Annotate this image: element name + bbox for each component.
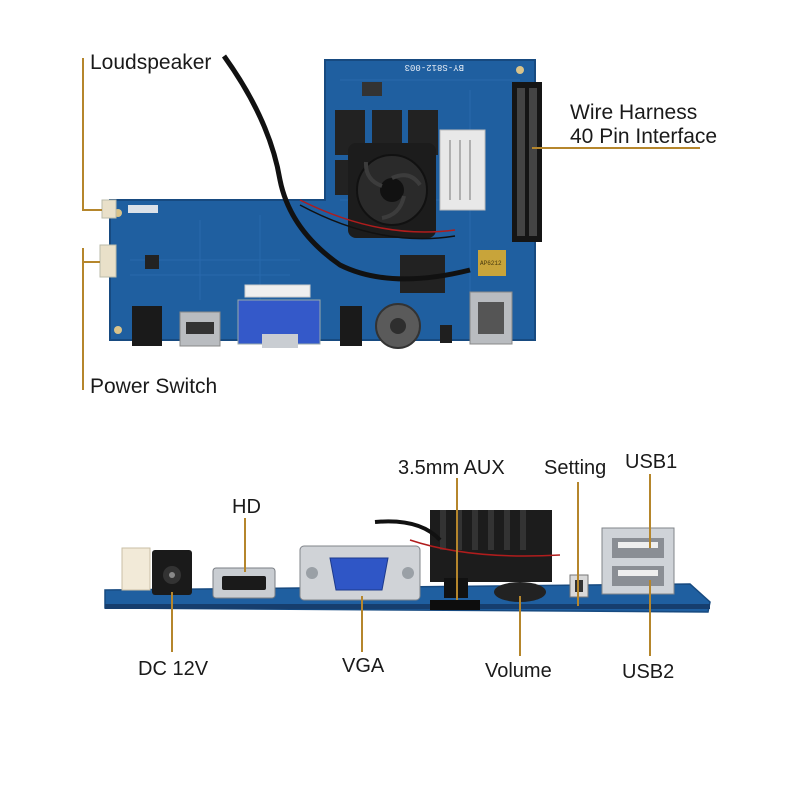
label-setting: Setting [544, 457, 607, 479]
wifi-module [439, 129, 486, 211]
pcb-silkscreen: BY-S812-003 [405, 62, 464, 72]
volume-wheel [494, 582, 546, 602]
dc-jack-top [132, 306, 162, 346]
label-power-switch: Power Switch [90, 375, 218, 398]
label-usb2: USB2 [622, 661, 675, 683]
label-vga: VGA [342, 655, 385, 677]
pin-header-40 [512, 82, 542, 242]
label-wire-harness-line1: Wire Harness [570, 101, 698, 124]
bottom-leader-lines [171, 474, 651, 656]
small-chip [362, 82, 382, 96]
chip-label: AP6212 [480, 260, 502, 267]
label-aux: 3.5mm AUX [398, 457, 505, 479]
loudspeaker-connector [101, 199, 117, 219]
setting-switch-top [440, 325, 452, 343]
bottom-board [104, 510, 711, 613]
label-volume: Volume [485, 660, 552, 682]
label-wire-harness-line2: 40 Pin Interface [570, 125, 718, 148]
label-usb1: USB1 [625, 451, 678, 473]
label-loudspeaker: Loudspeaker [90, 51, 212, 74]
top-board: BY-S812-003 [99, 59, 542, 349]
label-hd: HD [232, 496, 261, 518]
label-dc12v: DC 12V [138, 658, 209, 680]
antenna-cable [221, 54, 471, 282]
aux-top [340, 306, 362, 346]
label-wire-harness: Wire Harness 40 Pin Interface [570, 101, 717, 149]
top-leader-lines [82, 58, 700, 390]
gold-chip [478, 250, 506, 276]
side-white-connector [121, 547, 151, 591]
power-switch-connector [99, 244, 117, 278]
